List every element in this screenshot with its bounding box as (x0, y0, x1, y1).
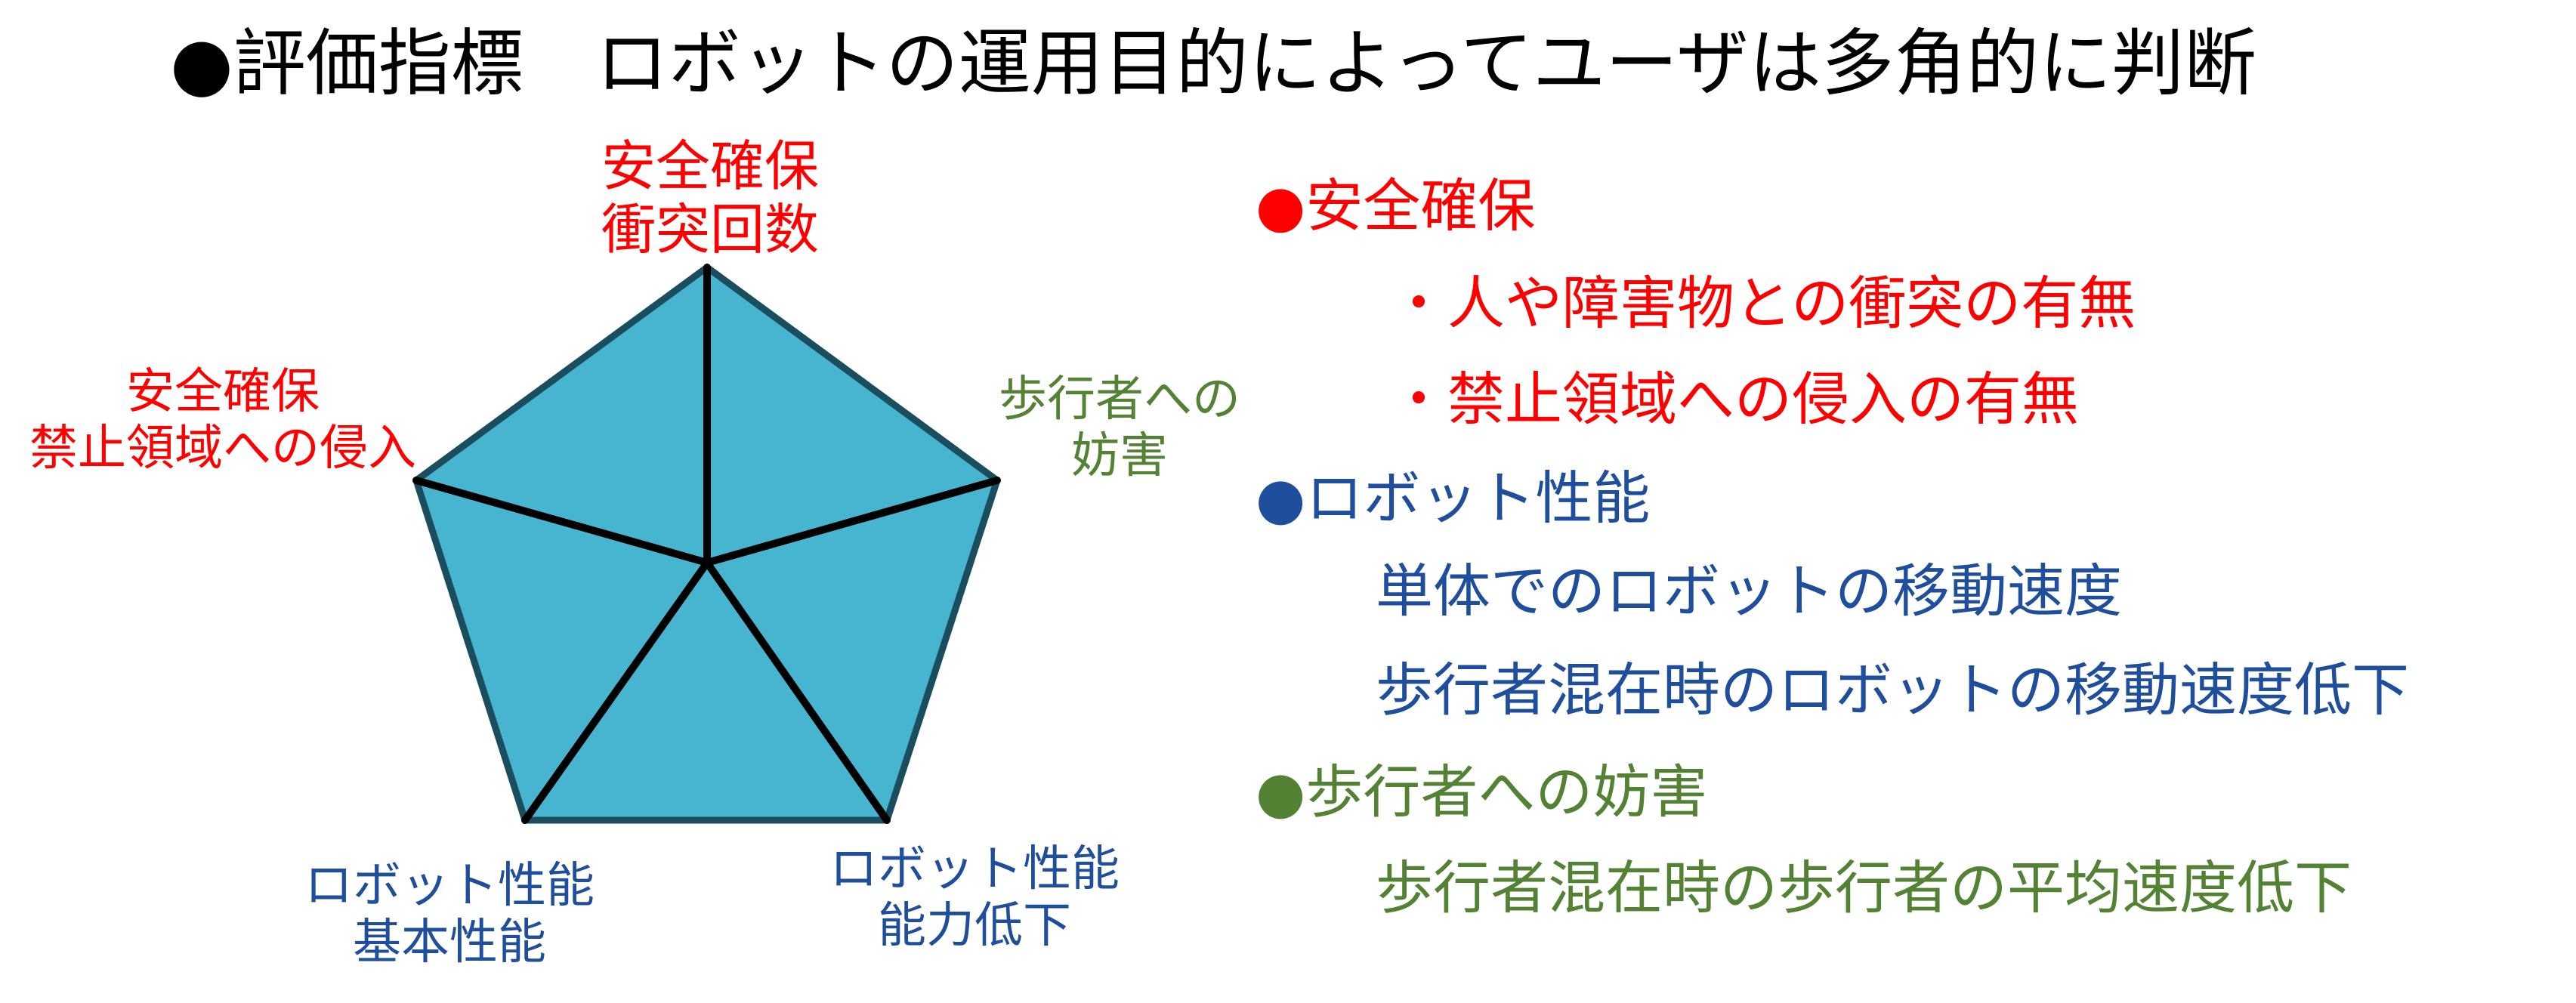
axis-label-line: 安全確保 (601, 134, 820, 198)
spoke-left (412, 477, 711, 566)
axis-label-line: ロボット性能 (304, 858, 595, 914)
axis-label-line: 禁止領域への侵入 (29, 420, 416, 477)
axis-label-top: 安全確保 衝突回数 (601, 134, 819, 261)
axis-label-line: 歩行者への (999, 372, 1240, 427)
axis-label-line: ロボット性能 (829, 841, 1120, 897)
legend-safety-heading: ●安全確保 (1256, 172, 1536, 239)
legend-robot-item: 歩行者混在時のロボットの移動速度低下 (1376, 656, 2409, 724)
axis-label-line: 能力低下 (878, 897, 1071, 954)
legend-robot-heading: ●ロボット性能 (1256, 464, 1651, 532)
axis-label-line: 妨害 (1071, 427, 1168, 484)
axis-label-line: 衝突回数 (601, 198, 820, 262)
spoke-bottom-left (521, 559, 711, 824)
spoke-bottom-right (703, 559, 891, 824)
legend-safety-item: ・人や障害物との衝突の有無 (1390, 270, 2136, 337)
axis-label-bottom-left: ロボット性能 基本性能 (304, 858, 595, 971)
axis-label-line: 基本性能 (353, 914, 546, 971)
axis-label-left: 安全確保 禁止領域への侵入 (29, 364, 416, 477)
page-title: ●評価指標 ロボットの運用目的によってユーザは多角的に判断 (170, 21, 2257, 106)
spoke-right (703, 477, 1001, 566)
axis-label-right: 歩行者への 妨害 (999, 372, 1240, 485)
legend-pedestrian-heading: ●歩行者への妨害 (1256, 758, 1708, 826)
axis-label-bottom-right: ロボット性能 能力低下 (829, 841, 1120, 955)
legend-pedestrian-item: 歩行者混在時の歩行者の平均速度低下 (1376, 854, 2352, 921)
legend-safety-item: ・禁止領域への侵入の有無 (1390, 366, 2079, 433)
legend-robot-item: 単体でのロボットの移動速度 (1376, 557, 2122, 625)
axis-label-line: 安全確保 (126, 364, 320, 420)
